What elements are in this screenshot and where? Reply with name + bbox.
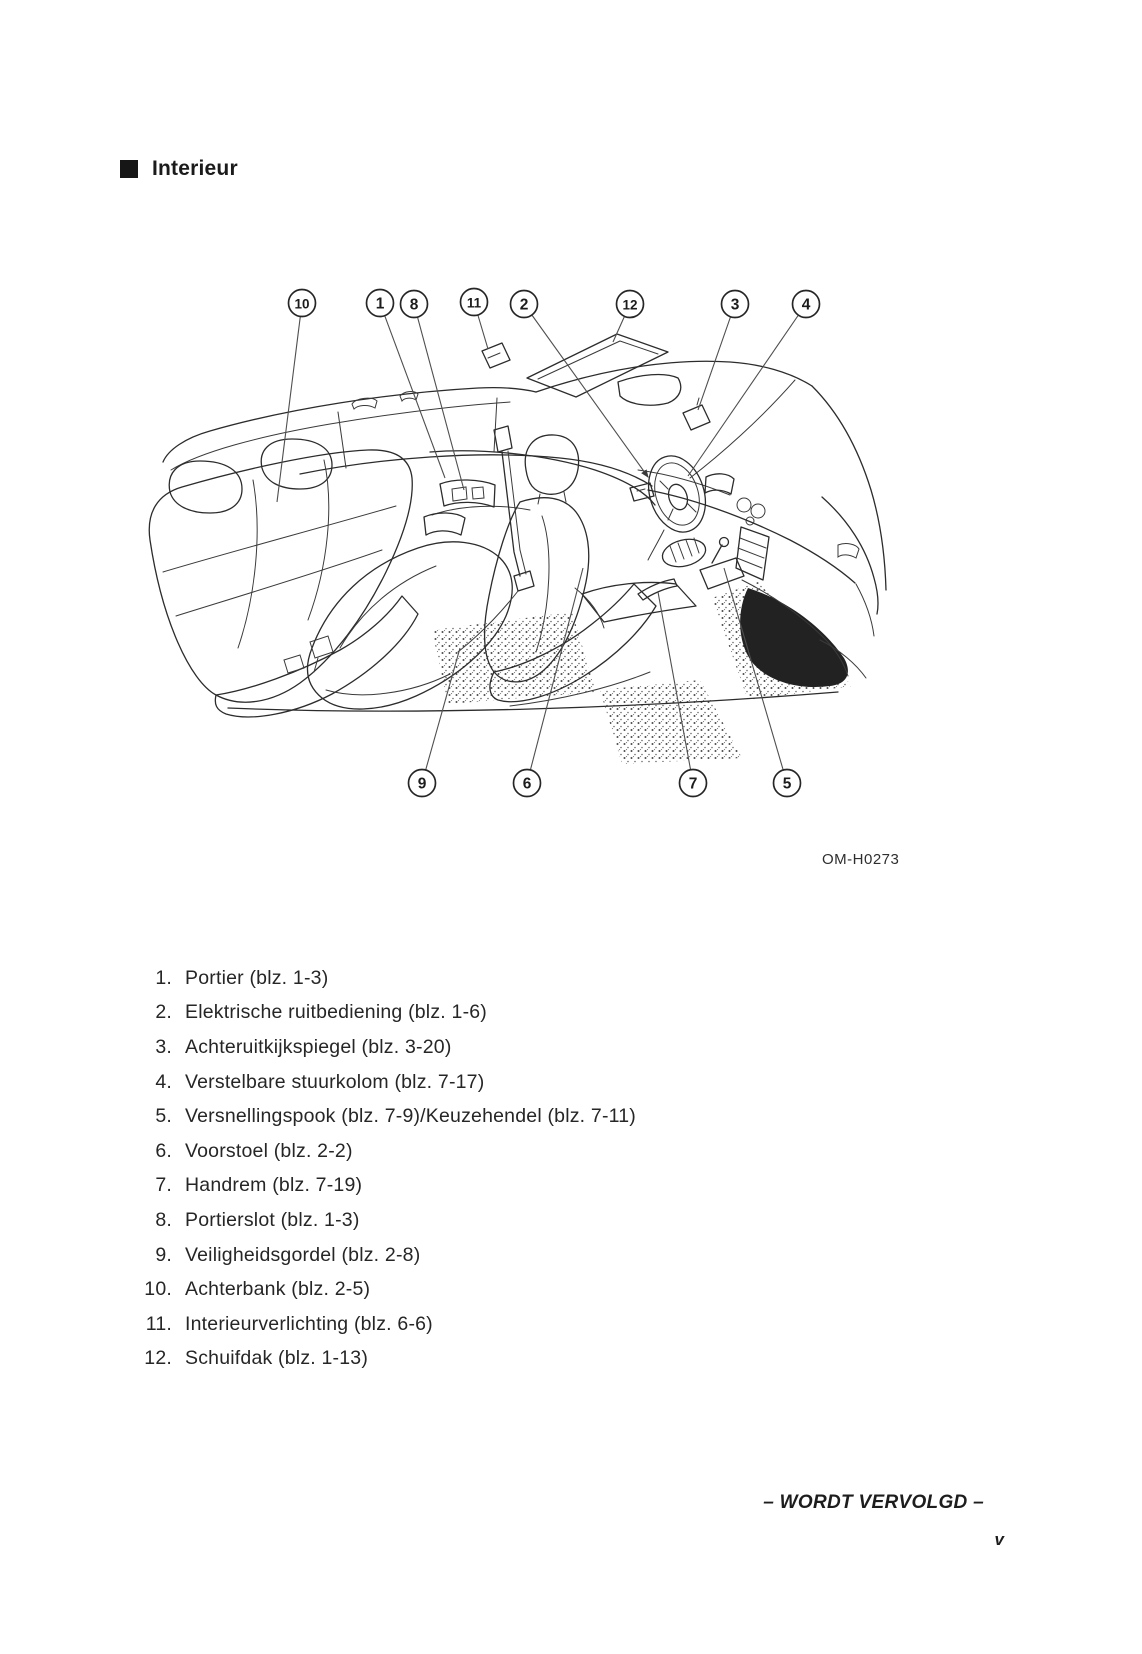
callout-circle <box>514 770 541 797</box>
list-item-number: 11. <box>145 1312 172 1335</box>
list-item-number: 10. <box>144 1278 172 1301</box>
callout-number: 7 <box>689 776 698 793</box>
callout-8: 8 <box>401 291 465 491</box>
callout-number: 4 <box>802 297 811 314</box>
heading-square-icon <box>120 160 138 178</box>
callout-leader-line <box>414 304 464 490</box>
callout-leader-line <box>422 648 460 783</box>
callout-circle <box>461 289 488 316</box>
list-item: 1. Portier (blz. 1-3) <box>126 961 636 996</box>
list-item-number: 12. <box>144 1347 172 1370</box>
list-item: 9. Veiligheidsgordel (blz. 2-8) <box>126 1238 636 1273</box>
callout-number: 5 <box>783 776 792 793</box>
callout-3: 3 <box>698 291 749 411</box>
callout-number: 9 <box>418 776 427 793</box>
car-interior-illustration: 10 1 8 11 2 12 3 4 9 6 7 5 <box>105 248 905 818</box>
callout-2: 2 <box>511 291 649 478</box>
callout-leader-line <box>658 592 693 783</box>
callout-circle <box>289 290 316 317</box>
list-item: 2. Elektrische ruitbediening (blz. 1-6) <box>126 996 636 1031</box>
callout-9: 9 <box>409 648 461 797</box>
callout-leader-line <box>688 304 806 476</box>
list-item-text: Versnellingspook (blz. 7-9)/Keuzehendel … <box>185 1105 636 1128</box>
callout-circle <box>793 291 820 318</box>
list-item-number: 6. <box>155 1139 172 1162</box>
section-heading: Interieur <box>120 157 238 181</box>
list-item-text: Elektrische ruitbediening (blz. 1-6) <box>185 1001 488 1024</box>
callout-number: 3 <box>731 297 740 314</box>
callout-12: 12 <box>613 291 644 343</box>
list-item-text: Schuifdak (blz. 1-13) <box>185 1347 369 1370</box>
list-item-number: 9. <box>155 1243 172 1266</box>
callout-circle <box>680 770 707 797</box>
list-item: 3. Achteruitkijkspiegel (blz. 3-20) <box>126 1030 636 1065</box>
callout-circle <box>617 291 644 318</box>
callout-4: 4 <box>688 291 820 477</box>
callout-1: 1 <box>367 290 446 479</box>
list-item-text: Portierslot (blz. 1-3) <box>185 1208 360 1231</box>
list-item: 4. Verstelbare stuurkolom (blz. 7-17) <box>126 1065 636 1100</box>
list-item: 5. Versnellingspook (blz. 7-9)/Keuzehende… <box>126 1099 636 1134</box>
list-item-number: 4. <box>155 1070 172 1093</box>
list-item-text: Portier (blz. 1-3) <box>185 966 329 989</box>
callout-circle <box>722 291 749 318</box>
callout-layer: 10 1 8 11 2 12 3 4 9 6 7 5 <box>277 289 820 797</box>
list-item-number: 3. <box>155 1035 172 1058</box>
callout-circle <box>409 770 436 797</box>
list-item: 11. Interieurverlichting (blz. 6-6) <box>126 1307 636 1342</box>
callout-leader-line <box>380 303 445 478</box>
list-item-text: Handrem (blz. 7-19) <box>185 1174 363 1197</box>
callout-circle <box>511 291 538 318</box>
callout-circle <box>367 290 394 317</box>
callout-10: 10 <box>277 290 316 503</box>
page-title: Interieur <box>152 157 238 180</box>
callout-number: 12 <box>622 298 637 313</box>
parts-list: 1. Portier (blz. 1-3) 2. Elektrische ruitb… <box>126 961 636 1376</box>
callout-number: 2 <box>520 297 529 314</box>
callout-leader-line <box>277 303 302 502</box>
callout-leader-line <box>698 304 735 410</box>
callout-7: 7 <box>658 592 707 797</box>
car-line-art <box>149 334 886 764</box>
list-item-text: Veiligheidsgordel (blz. 2-8) <box>185 1243 421 1266</box>
list-item-number: 5. <box>155 1105 172 1128</box>
list-item-number: 8. <box>155 1208 172 1231</box>
callout-number: 1 <box>376 296 385 313</box>
list-item-text: Voorstoel (blz. 2-2) <box>185 1139 353 1162</box>
list-item-text: Interieurverlichting (blz. 6-6) <box>185 1312 433 1335</box>
callout-number: 6 <box>523 776 532 793</box>
list-item: 12. Schuifdak (blz. 1-13) <box>126 1342 636 1377</box>
callout-leader-line <box>724 568 787 783</box>
page-number: v <box>994 1530 1004 1549</box>
callout-leader-line <box>524 304 649 478</box>
callout-11: 11 <box>461 289 489 350</box>
list-item-number: 2. <box>155 1001 172 1024</box>
figure-code: OM-H0273 <box>822 851 900 868</box>
list-item: 7. Handrem (blz. 7-19) <box>126 1169 636 1204</box>
callout-number: 8 <box>410 297 419 314</box>
list-item-text: Achterbank (blz. 2-5) <box>185 1278 371 1301</box>
callout-6: 6 <box>514 568 584 797</box>
callout-leader-line <box>527 568 583 783</box>
list-item-number: 1. <box>155 966 172 989</box>
list-item-number: 7. <box>155 1174 172 1197</box>
list-item: 8. Portierslot (blz. 1-3) <box>126 1203 636 1238</box>
callout-circle <box>401 291 428 318</box>
continuation-note: – WORDT VERVOLGD – <box>763 1492 984 1513</box>
callout-number: 11 <box>467 296 482 311</box>
callout-number: 10 <box>294 297 309 312</box>
list-item: 10. Achterbank (blz. 2-5) <box>126 1272 636 1307</box>
callout-circle <box>774 770 801 797</box>
list-item-text: Achteruitkijkspiegel (blz. 3-20) <box>185 1035 452 1058</box>
callout-5: 5 <box>724 568 801 797</box>
list-item: 6. Voorstoel (blz. 2-2) <box>126 1134 636 1169</box>
list-item-text: Verstelbare stuurkolom (blz. 7-17) <box>185 1070 485 1093</box>
